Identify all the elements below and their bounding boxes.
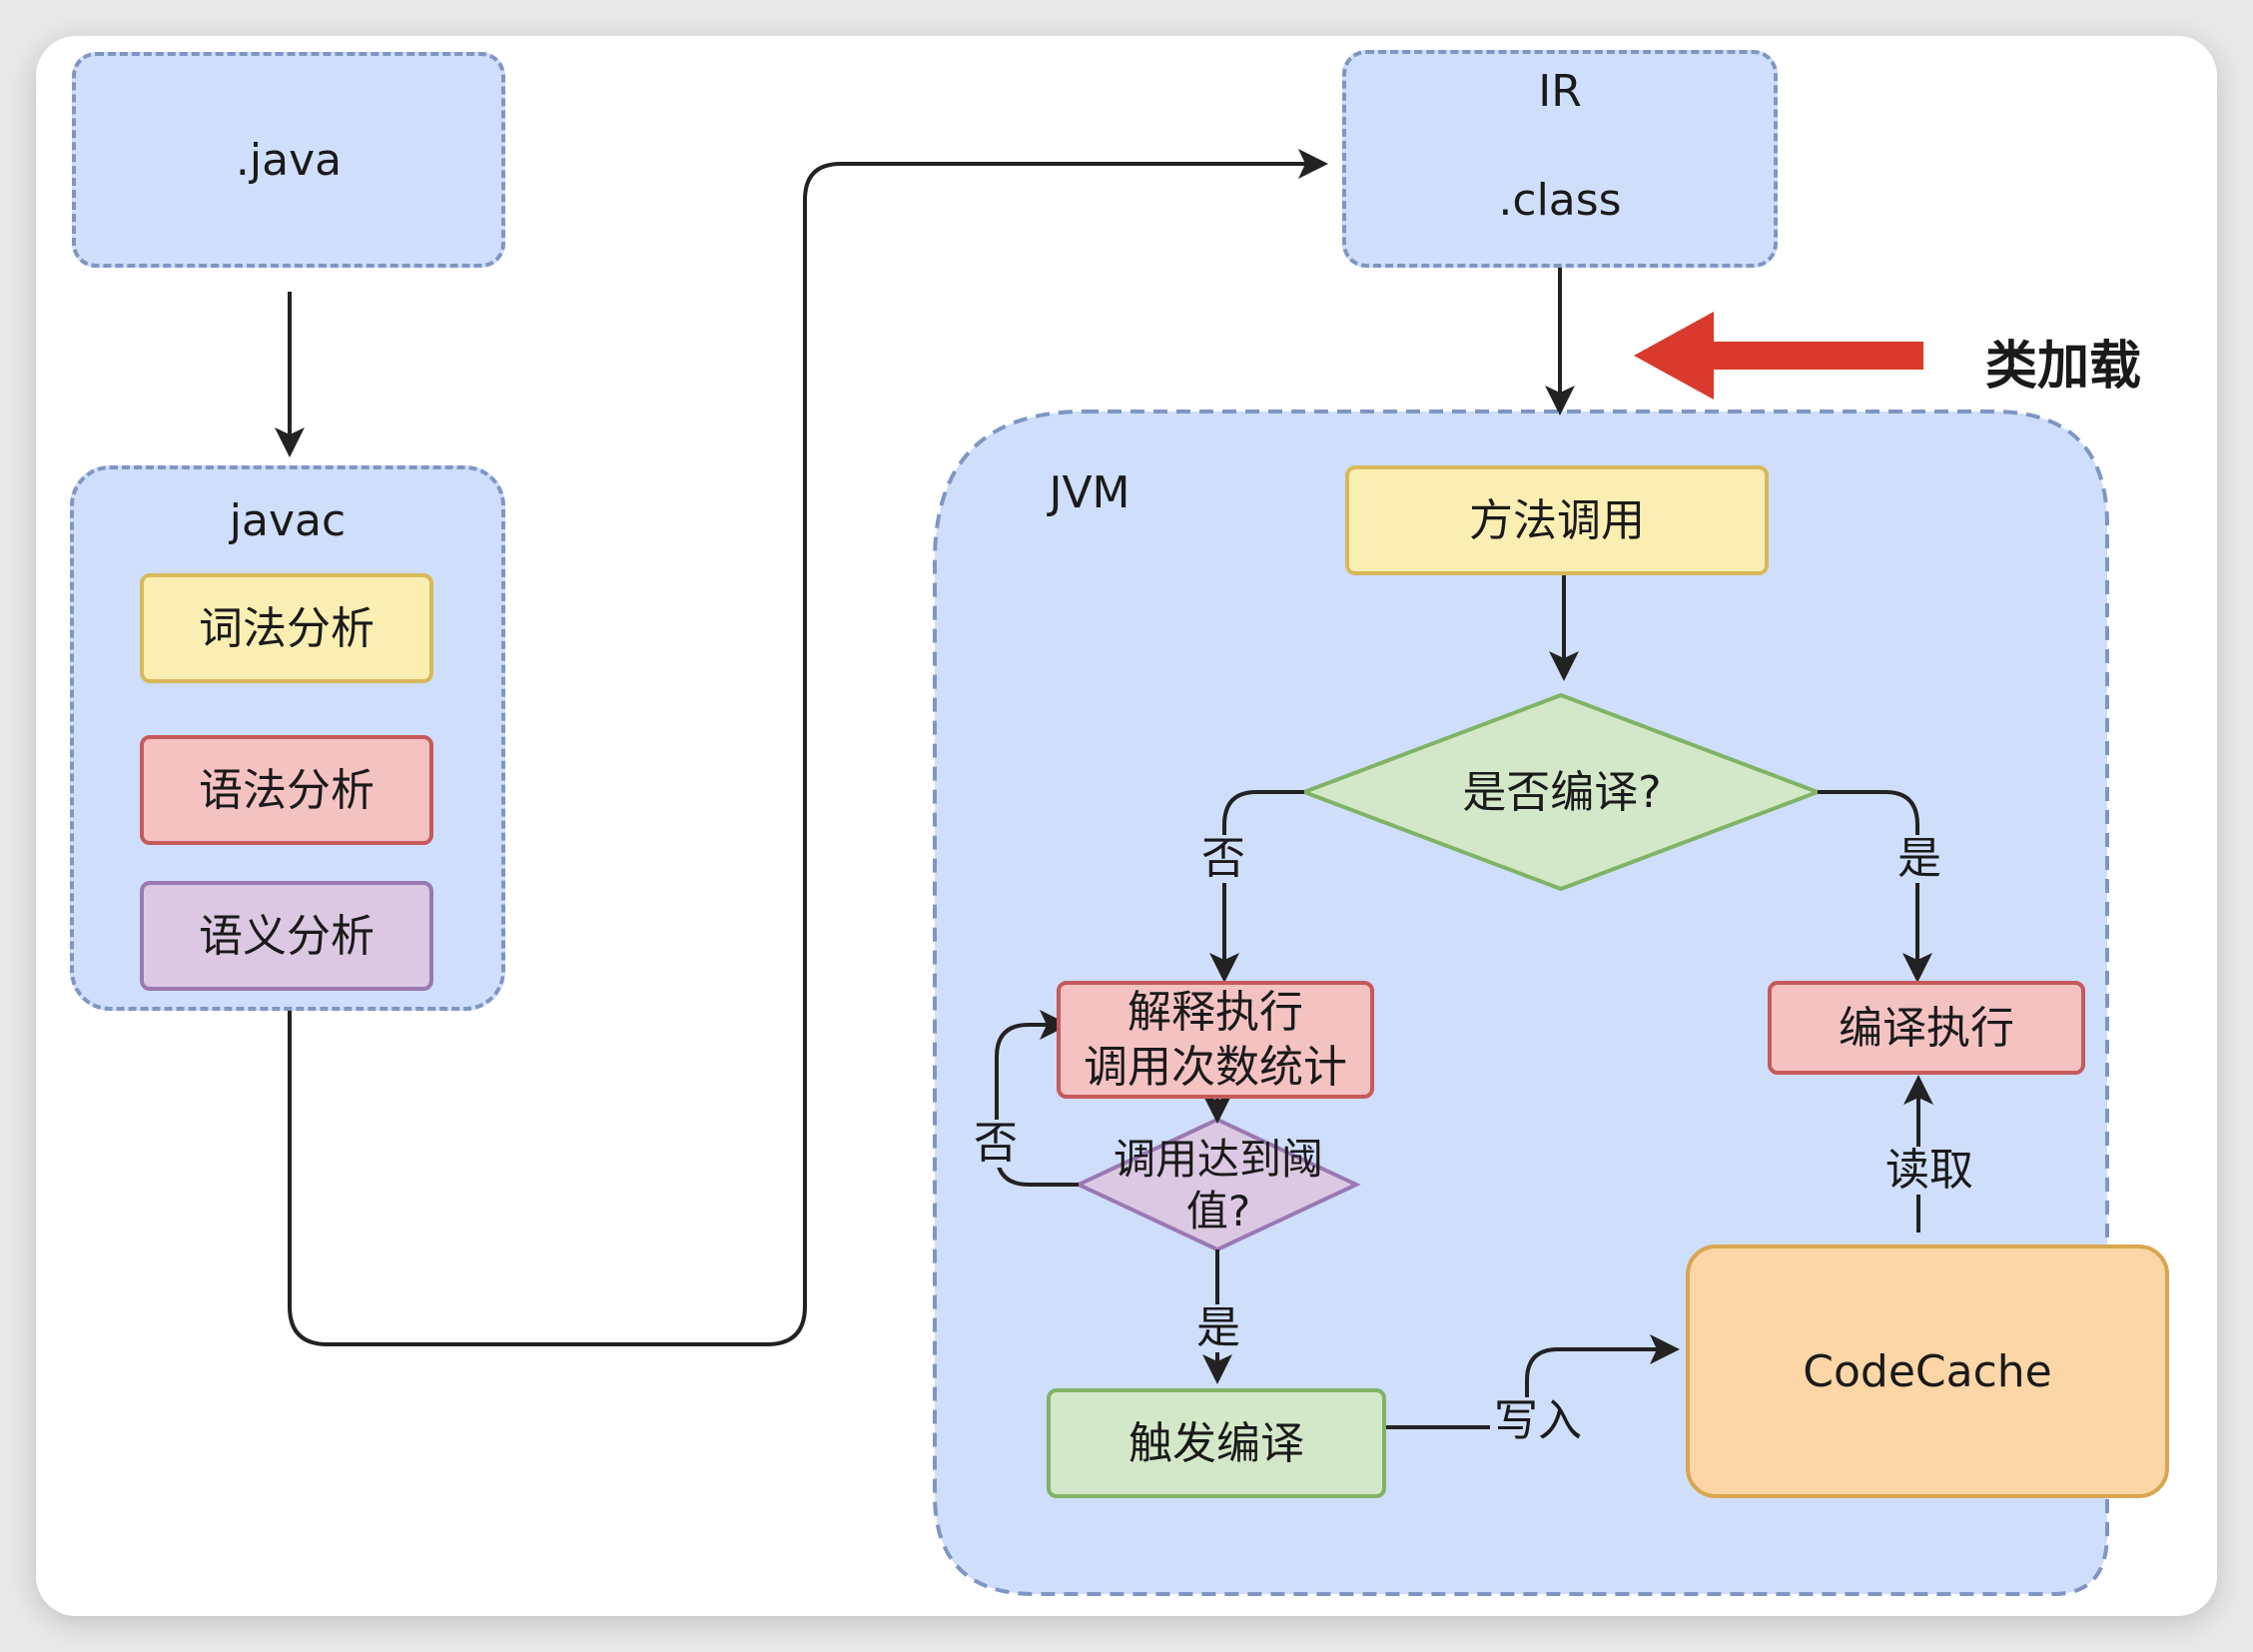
class-label: .class — [1498, 175, 1622, 226]
is-compiled-text: 是否编译? — [1404, 755, 1720, 829]
class-loading-arrow-shape — [1634, 312, 1923, 400]
jvm-title-label: JVM — [1049, 466, 1130, 518]
edge-label-yes-right: 是 — [1893, 834, 1945, 884]
semantic-analysis-label: 语义分析 — [199, 910, 375, 962]
codecache-label: CodeCache — [1803, 1345, 2052, 1397]
lexical-analysis-box: 词法分析 — [140, 573, 433, 683]
trigger-compile-box: 触发编译 — [1047, 1388, 1386, 1498]
syntax-analysis-label: 语法分析 — [199, 764, 375, 816]
ir-title: IR — [1538, 66, 1582, 117]
edge-label-no-left: 否 — [1197, 834, 1249, 884]
ir-class-box: IR .class — [1342, 50, 1778, 268]
method-call-label: 方法调用 — [1469, 494, 1645, 546]
trigger-compile-label: 触发编译 — [1128, 1417, 1304, 1469]
edge-label-loop-no: 否 — [970, 1119, 1022, 1169]
threshold-text: 调用达到阈 值? — [1099, 1133, 1338, 1239]
compile-exec-label: 编译执行 — [1839, 1002, 2014, 1054]
lexical-analysis-label: 词法分析 — [199, 602, 375, 654]
interpret-label-line1: 解释执行 — [1127, 987, 1303, 1038]
compile-exec-box: 编译执行 — [1768, 981, 2085, 1075]
edge-trigger-to-codecache — [1364, 1334, 1680, 1429]
jvm-title: JVM — [1025, 457, 1154, 527]
is-compiled-diamond — [1298, 692, 1824, 892]
method-call-box: 方法调用 — [1345, 465, 1769, 575]
java-source-label: .java — [235, 134, 343, 186]
is-compiled-label: 是否编译? — [1462, 766, 1662, 818]
interpret-label-line2: 调用次数统计 — [1084, 1042, 1347, 1093]
edge-diamond-yes — [1818, 790, 1932, 983]
edge-javac-to-class — [288, 149, 1328, 1346]
edge-threshold-loop — [995, 1010, 1079, 1187]
semantic-analysis-box: 语义分析 — [140, 881, 433, 991]
edge-diamond-no — [1209, 790, 1304, 983]
codecache-box: CodeCache — [1686, 1244, 2169, 1498]
syntax-analysis-box: 语法分析 — [140, 735, 433, 845]
interpret-box: 解释执行 调用次数统计 — [1057, 981, 1374, 1099]
threshold-label-line2: 值? — [1185, 1187, 1251, 1236]
class-loading-annotation: 类加载 — [1985, 337, 2142, 397]
edge-label-write: 写入 — [1490, 1396, 1586, 1446]
java-source-box: .java — [72, 52, 505, 268]
threshold-label-line1: 调用达到阈 — [1113, 1134, 1323, 1184]
edge-label-read: 读取 — [1881, 1146, 1977, 1196]
diagram-card: .java IR .class javac 词法分析 语法分析 语义分析 JVM… — [36, 36, 2217, 1616]
javac-title: javac — [229, 495, 347, 546]
edge-label-threshold-yes: 是 — [1192, 1303, 1244, 1353]
